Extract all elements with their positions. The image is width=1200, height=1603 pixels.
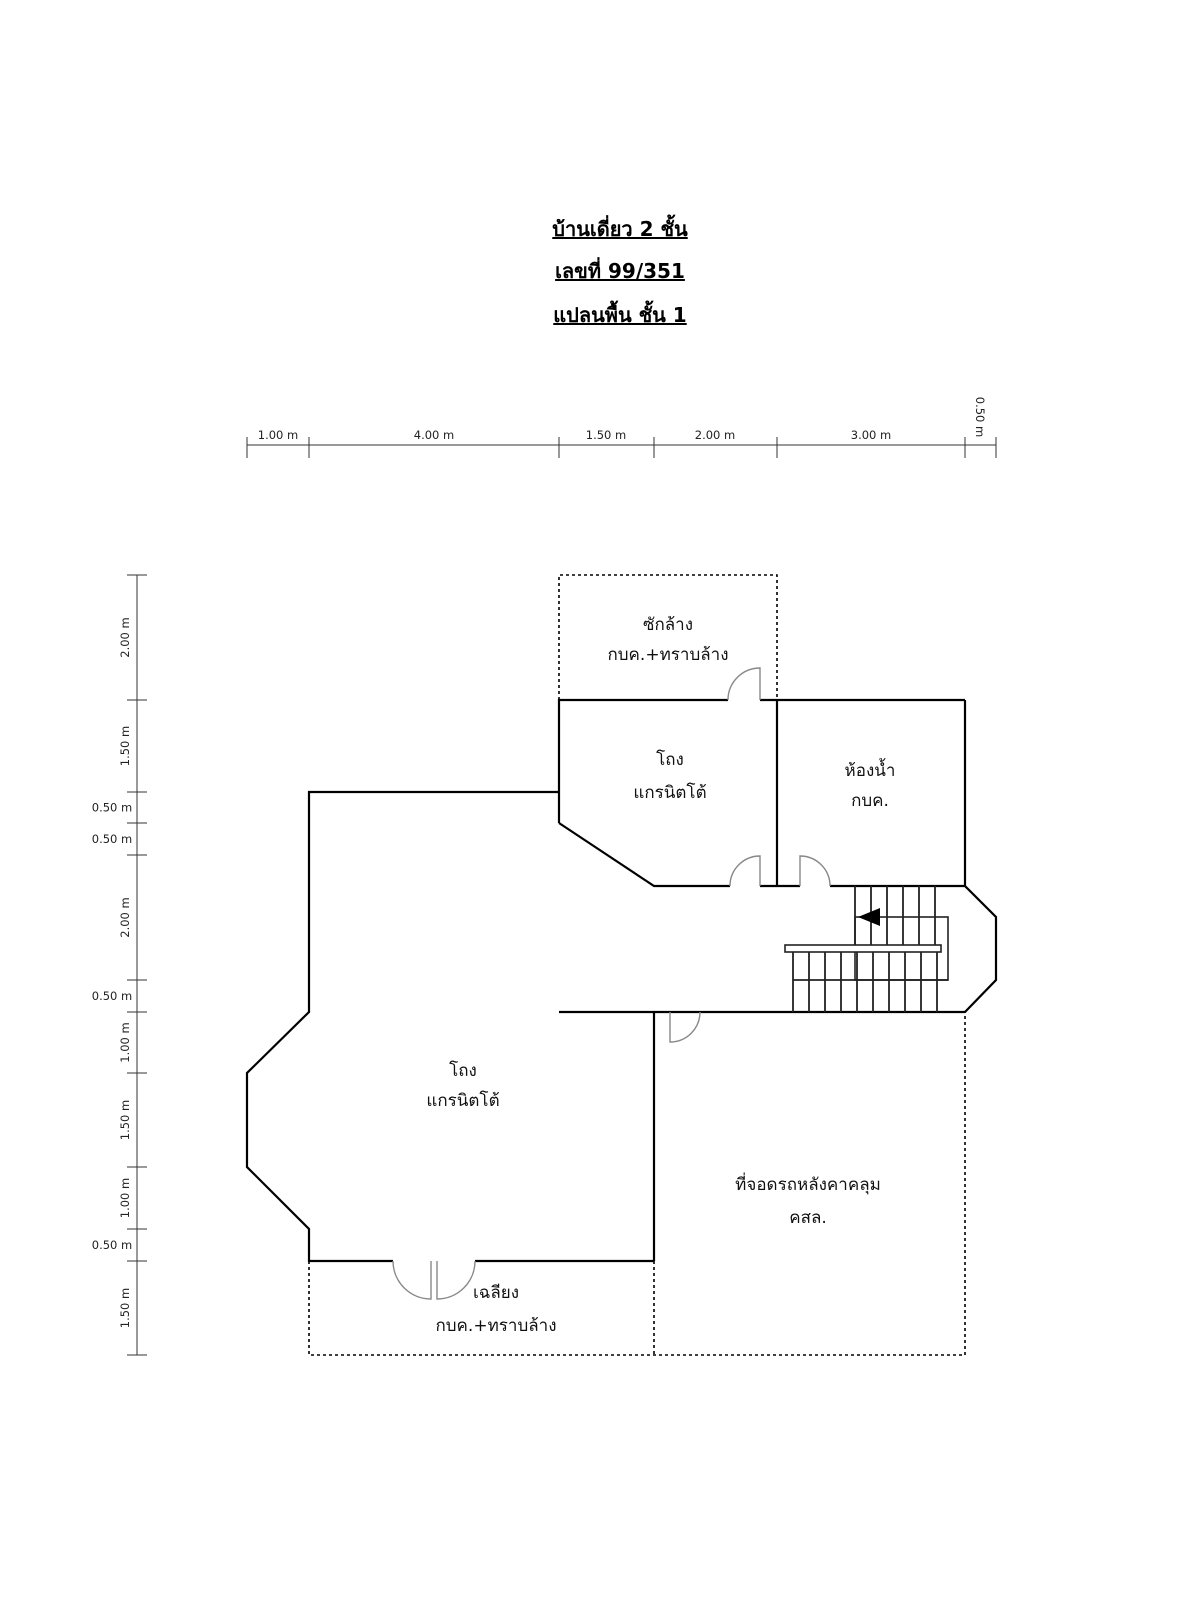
room-name-hall-main: โถง xyxy=(449,1060,477,1081)
plan-address: เลขที่ 99/351 xyxy=(555,256,685,283)
walls xyxy=(245,698,998,1263)
plan-title: บ้านเดี่ยว 2 ชั้น xyxy=(552,214,688,241)
room-name-laundry: ซักล้าง xyxy=(643,615,693,635)
dimension-label: 1.50 m xyxy=(118,726,132,766)
dimension-label: 0.50 m xyxy=(92,832,132,846)
dimension-label: 1.00 m xyxy=(118,1022,132,1062)
dimension-label: 2.00 m xyxy=(695,428,735,442)
doors xyxy=(392,667,831,1300)
room-name-bathroom: ห้องน้ำ xyxy=(845,758,896,781)
dimension-label: 1.50 m xyxy=(586,428,626,442)
dimension-label: 4.00 m xyxy=(414,428,454,442)
dimension-label: 1.00 m xyxy=(118,1178,132,1218)
door-main-hall xyxy=(669,1011,701,1043)
stair-direction-arrow xyxy=(858,908,880,926)
staircase xyxy=(784,886,949,1012)
stair-handrail xyxy=(784,944,942,953)
room-name-hall-upper: โถง xyxy=(656,749,684,770)
top-dimension-line: 1.00 m 4.00 m 1.50 m 2.00 m 3.00 m 0.50 … xyxy=(246,397,997,458)
dimension-label: 1.50 m xyxy=(118,1288,132,1328)
dimension-label: 0.50 m xyxy=(92,989,132,1003)
room-floor-porch: กบค.+ทราบล้าง xyxy=(435,1316,556,1336)
door-bathroom xyxy=(799,855,831,887)
room-floor-bathroom: กบค. xyxy=(851,791,889,811)
dimension-label: 3.00 m xyxy=(851,428,891,442)
room-name-porch: เฉลียง xyxy=(473,1283,519,1303)
dimension-label: 1.00 m xyxy=(258,428,298,442)
room-floor-hall-upper: แกรนิตโต้ xyxy=(633,782,706,803)
plan-subtitle: แปลนพื้น ชั้น 1 xyxy=(553,300,686,327)
room-labels: ซักล้าง กบค.+ทราบล้าง โถง แกรนิตโต้ ห้อง… xyxy=(426,615,895,1336)
dimension-label: 0.50 m xyxy=(92,801,132,815)
door-laundry xyxy=(727,667,761,701)
dimension-label: 0.50 m xyxy=(973,397,987,437)
dimension-label: 2.00 m xyxy=(118,897,132,937)
dimension-label: 1.50 m xyxy=(118,1100,132,1140)
room-name-carport: ที่จอดรถหลังคาคลุม xyxy=(735,1172,881,1195)
door-hall-upper xyxy=(729,855,761,887)
room-floor-carport: คสล. xyxy=(789,1208,827,1228)
door-porch-right xyxy=(436,1260,476,1300)
room-floor-hall-main: แกรนิตโต้ xyxy=(426,1090,499,1111)
room-floor-laundry: กบค.+ทราบล้าง xyxy=(607,645,728,665)
dimension-label: 0.50 m xyxy=(92,1238,132,1252)
outdoor-boundaries xyxy=(308,574,966,1356)
door-porch-left xyxy=(392,1260,432,1300)
left-dimension-line: 2.00 m 1.50 m 0.50 m 0.50 m 2.00 m 0.50 m 1.00… xyxy=(92,574,147,1356)
dimension-label: 2.00 m xyxy=(118,617,132,657)
